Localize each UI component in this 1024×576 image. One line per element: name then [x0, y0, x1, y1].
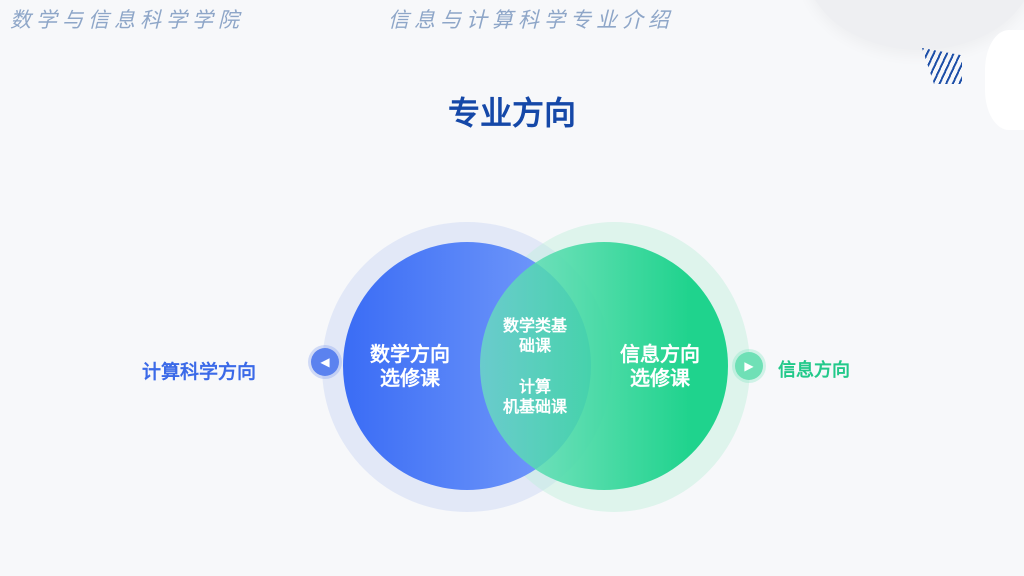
info-elective-label: 信息方向选修课: [620, 342, 700, 390]
triangle-right-icon: ▶: [735, 352, 763, 380]
info-direction-label: 信息方向: [778, 360, 850, 381]
decorative-shape: [985, 30, 1024, 130]
computer-basic-label: 计算机基础课: [502, 377, 567, 416]
school-name: 数学与信息科学学院: [10, 8, 244, 32]
subject-title: 信息与计算科学专业介绍: [388, 8, 674, 32]
computing-direction-label: 计算科学方向: [142, 361, 257, 383]
math-basic-label: 数学类基础课: [502, 316, 567, 355]
info-circle: [480, 242, 728, 490]
decorative-stripes: [922, 48, 962, 84]
page-title: 专业方向: [447, 94, 576, 132]
triangle-left-icon: ◀: [311, 348, 339, 376]
math-elective-label: 数学方向选修课: [370, 342, 450, 390]
